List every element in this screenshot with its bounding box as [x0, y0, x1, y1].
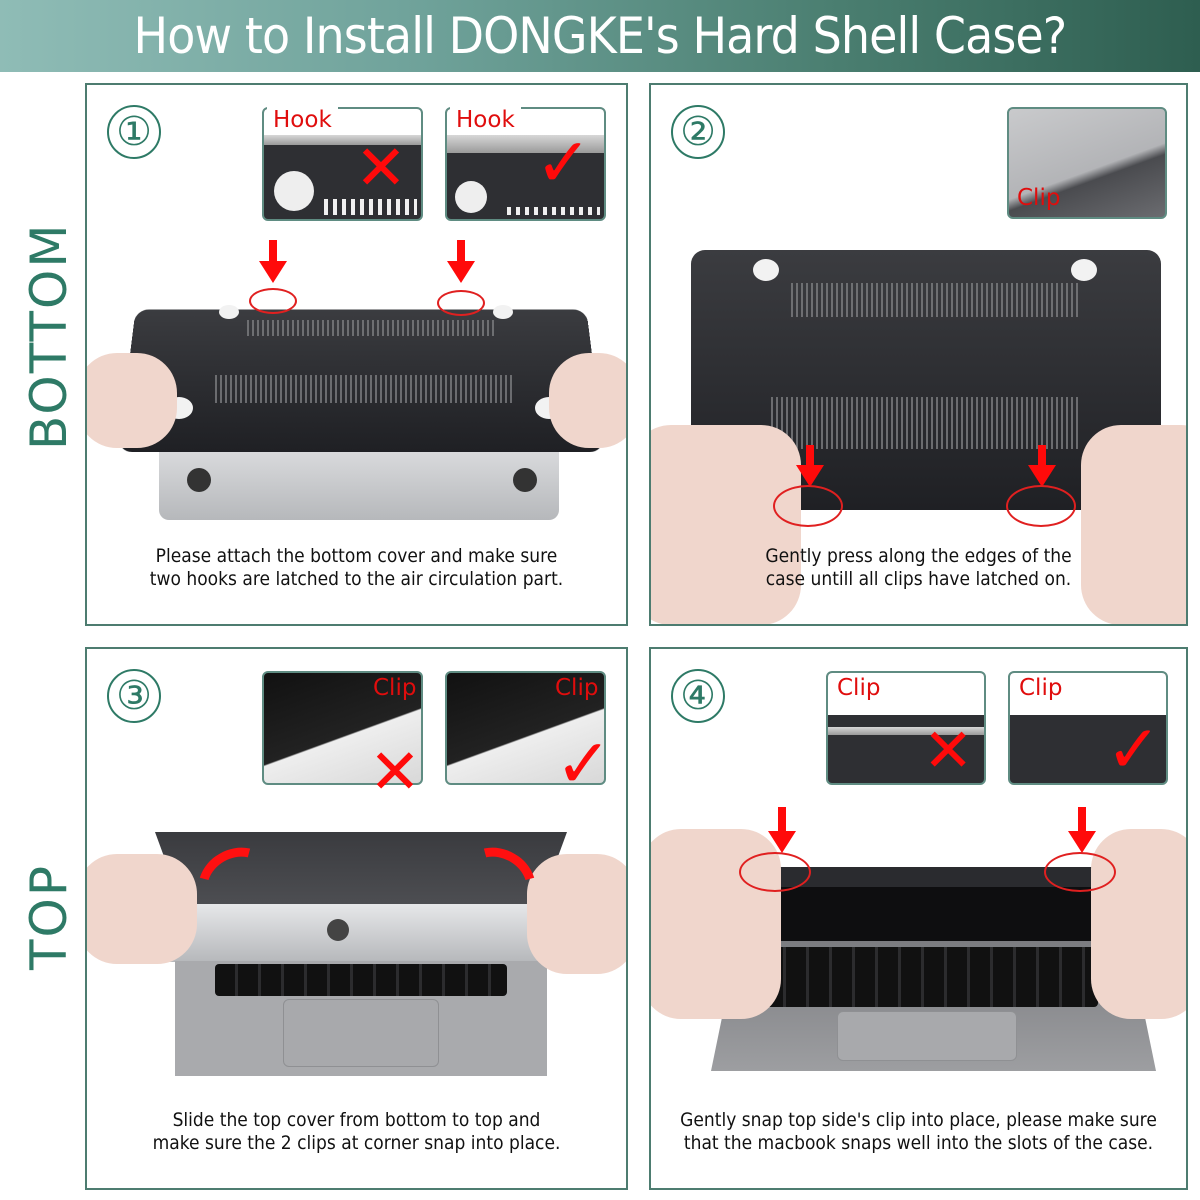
down-arrow-icon [269, 240, 277, 262]
down-arrow-icon [457, 240, 465, 262]
clip-label: Clip [555, 675, 599, 701]
left-hand [87, 854, 197, 964]
down-arrow-icon [1038, 445, 1046, 467]
highlight-circle [739, 852, 811, 892]
left-hand [87, 353, 177, 448]
clip-label: Clip [1013, 675, 1069, 701]
caption-line: that the macbook snaps well into the slo… [683, 1132, 1154, 1154]
step-number-4: ④ [671, 669, 725, 723]
keyboard [215, 964, 507, 996]
step-3-panel: ③ Clip ✕ Clip ✓ Slide the top cover from… [85, 647, 628, 1190]
step-4-caption: Gently snap top side's clip into place, … [678, 1109, 1160, 1155]
clip-label: Clip [373, 675, 417, 701]
highlight-circle [437, 290, 485, 316]
trackpad [837, 1011, 1017, 1061]
check-mark-icon: ✓ [1106, 711, 1162, 788]
x-mark-icon: ✕ [369, 735, 421, 808]
trackpad [283, 999, 439, 1067]
x-mark-icon: ✕ [355, 131, 407, 204]
laptop-screen [761, 887, 1101, 942]
caption-line: two hooks are latched to the air circula… [149, 568, 564, 590]
clip-thumbnail [1007, 107, 1167, 219]
clip-incorrect-thumbnail [262, 671, 423, 785]
step-number-2: ② [671, 105, 725, 159]
step-3-caption: Slide the top cover from bottom to top a… [114, 1109, 599, 1155]
x-mark-icon: ✕ [923, 716, 974, 786]
down-arrow-icon [778, 807, 786, 833]
step-2-panel: ② Clip Gently press along the edges of t… [649, 83, 1188, 626]
right-hand [1081, 425, 1186, 624]
caption-line: Slide the top cover from bottom to top a… [172, 1109, 541, 1131]
caption-line: case untill all clips have latched on. [765, 568, 1072, 590]
caption-line: Please attach the bottom cover and make … [155, 545, 558, 567]
highlight-circle [249, 288, 297, 314]
step-4-panel: ④ Clip ✕ Clip ✓ Gently snap top side's c… [649, 647, 1188, 1190]
section-label-bottom: BOTTOM [20, 222, 78, 450]
right-hand [549, 353, 626, 448]
step-1-panel: ① Hook ✕ Hook ✓ Please attach the bottom… [85, 83, 628, 626]
clip-correct-thumbnail [445, 671, 606, 785]
hook-label: Hook [450, 107, 521, 133]
highlight-circle [1044, 852, 1116, 892]
step-number-3: ③ [107, 669, 161, 723]
highlight-circle [773, 485, 843, 527]
left-hand [651, 425, 801, 624]
check-mark-icon: ✓ [535, 124, 592, 203]
clip-incorrect-thumbnail [826, 671, 986, 785]
highlight-circle [1006, 485, 1076, 527]
step-1-caption: Please attach the bottom cover and make … [114, 545, 599, 591]
clip-label: Clip [831, 675, 887, 701]
hook-label: Hook [267, 107, 338, 133]
down-arrow-icon [806, 445, 814, 467]
down-arrow-icon [1078, 807, 1086, 833]
caption-line: Gently press along the edges of the [765, 545, 1072, 567]
header-banner: How to Install DONGKE's Hard Shell Case? [0, 0, 1200, 72]
section-label-top: TOP [20, 863, 78, 970]
caption-line: Gently snap top side's clip into place, … [680, 1109, 1157, 1131]
caption-line: make sure the 2 clips at corner snap int… [152, 1132, 561, 1154]
page-title: How to Install DONGKE's Hard Shell Case? [133, 7, 1068, 65]
laptop-lid [155, 904, 567, 962]
right-hand [527, 854, 626, 974]
keyboard [763, 947, 1098, 1007]
apple-logo-icon [327, 919, 349, 941]
step-2-caption: Gently press along the edges of the case… [678, 545, 1160, 591]
clip-label: Clip [1017, 185, 1061, 211]
step-number-1: ① [107, 105, 161, 159]
check-mark-icon: ✓ [555, 725, 612, 804]
